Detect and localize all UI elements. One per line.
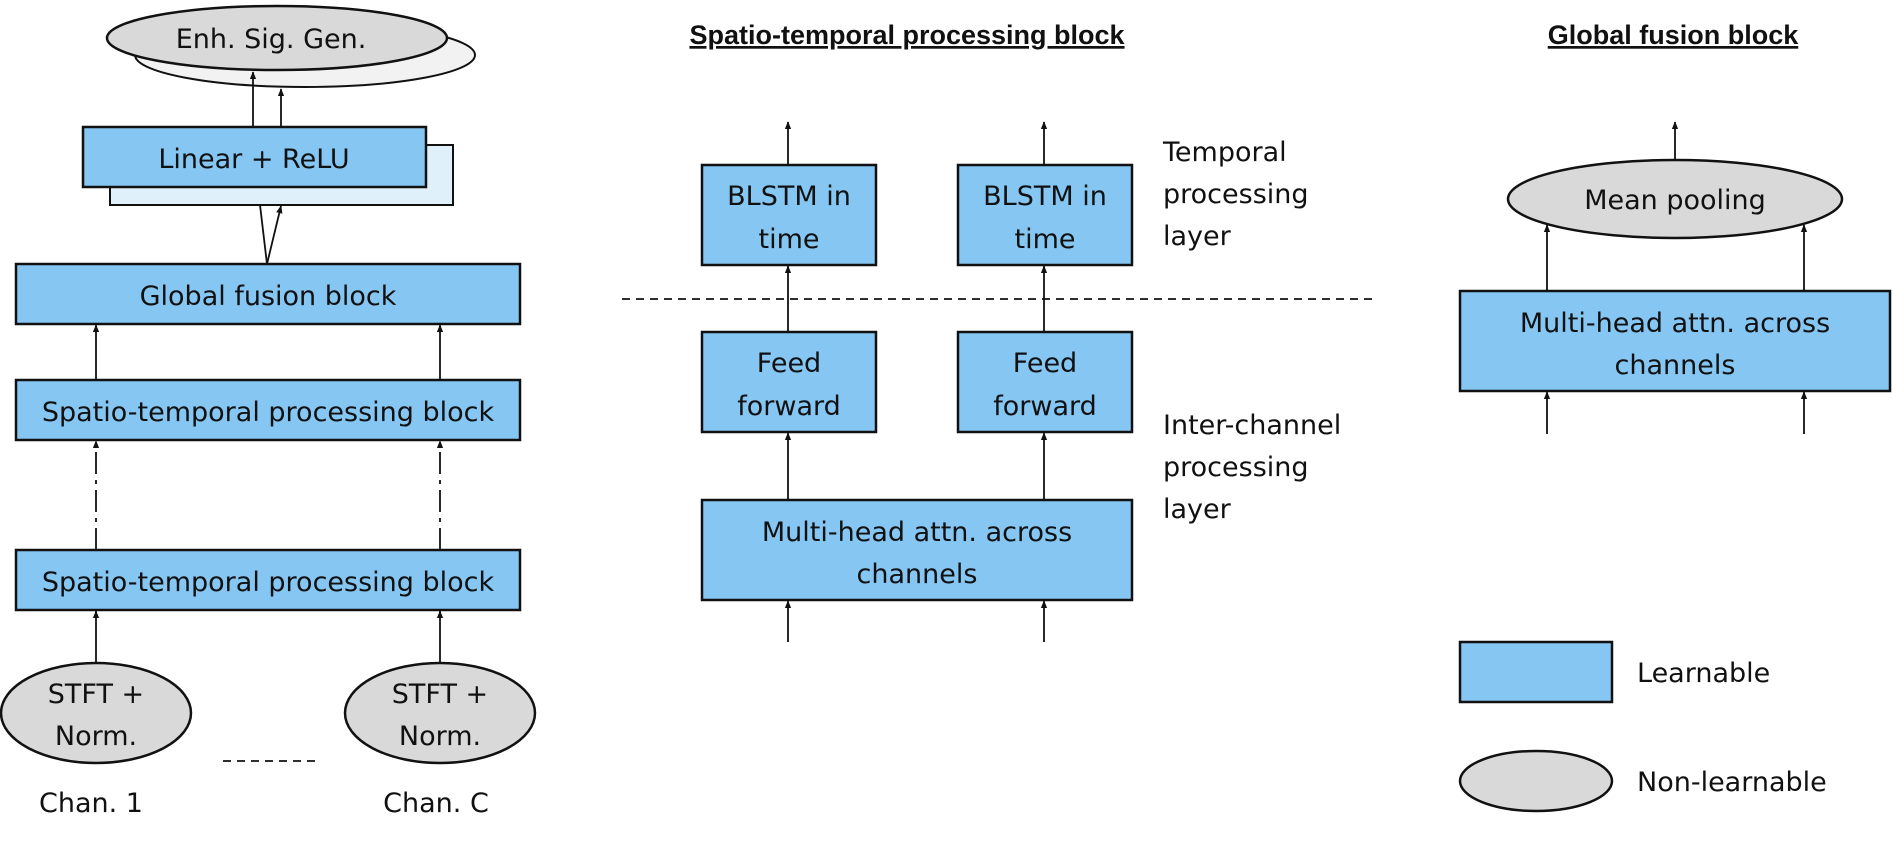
legend-non-learnable-label: Non-learnable: [1637, 767, 1827, 798]
overall-architecture: Enh. Sig. Gen. Linear + ReLU Global fusi…: [0, 4, 537, 819]
stft-chan-c-line-2: Norm.: [399, 721, 481, 752]
chan-c-label: Chan. C: [383, 788, 489, 819]
legend-learnable-swatch: [1458, 640, 1614, 704]
interchannel-layer-line-2: processing: [1163, 452, 1309, 483]
ff-left-line-2: forward: [737, 391, 841, 422]
gf-detail-heading: Global fusion block: [1548, 20, 1799, 50]
stft-chan-1-line-2: Norm.: [55, 721, 137, 752]
st-detail-heading: Spatio-temporal processing block: [689, 20, 1125, 50]
legend-learnable-label: Learnable: [1637, 658, 1770, 689]
st-block-top-label: Spatio-temporal processing block: [42, 397, 495, 428]
ff-left-box: [700, 330, 878, 434]
temporal-layer-line-2: processing: [1163, 179, 1309, 210]
st-block-top-box: [14, 378, 522, 442]
blstm-left-line-2: time: [758, 224, 819, 255]
enh-sig-gen-ellipse: [105, 4, 449, 72]
blstm-left-box: [700, 163, 878, 267]
global-fusion-label: Global fusion block: [140, 281, 397, 312]
legend-non-learnable-swatch: [1458, 749, 1614, 813]
stft-chan-1-line-1: STFT +: [48, 679, 144, 710]
st-block-bottom-label: Spatio-temporal processing block: [42, 567, 495, 598]
st-block-bottom-box: [14, 548, 522, 612]
mean-pooling-ellipse: [1506, 158, 1844, 240]
legend: Learnable Non-learnable: [1458, 640, 1827, 813]
blstm-right-line-2: time: [1014, 224, 1075, 255]
temporal-layer-line-3: layer: [1163, 221, 1232, 252]
st-mha-line-1: Multi-head attn. across: [762, 517, 1072, 548]
enh-sig-gen-label: Enh. Sig. Gen.: [176, 24, 367, 55]
interchannel-layer-line-1: Inter-channel: [1163, 410, 1341, 441]
ff-right-line-1: Feed: [1013, 348, 1077, 379]
st-mha-box: [700, 498, 1134, 602]
stft-chan-c-line-1: STFT +: [392, 679, 488, 710]
linear-relu-box: [81, 125, 428, 189]
stft-ellipse-chan-c: [343, 661, 537, 765]
blstm-right-box: [956, 163, 1134, 267]
global-fusion-detail: Global fusion block Mean pooling Multi-h…: [1458, 20, 1892, 434]
st-mha-line-2: channels: [857, 559, 978, 590]
stft-ellipse-chan-1: [0, 661, 193, 765]
arrow-fusion-to-linear: [266, 205, 283, 265]
ff-right-line-2: forward: [993, 391, 1097, 422]
temporal-layer-line-1: Temporal: [1162, 137, 1287, 168]
gf-mha-line-1: Multi-head attn. across: [1520, 308, 1830, 339]
linear-relu-label: Linear + ReLU: [158, 144, 349, 175]
ff-right-box: [956, 330, 1134, 434]
blstm-right-line-1: BLSTM in: [983, 181, 1107, 212]
blstm-left-line-1: BLSTM in: [727, 181, 851, 212]
fork-line-left: [259, 204, 268, 265]
global-fusion-box: [14, 262, 522, 326]
st-block-detail: Spatio-temporal processing block BLSTM i…: [622, 20, 1372, 642]
gf-mha-line-2: channels: [1615, 350, 1736, 381]
mean-pooling-label: Mean pooling: [1584, 185, 1766, 216]
gf-mha-box: [1458, 289, 1892, 393]
ff-left-line-1: Feed: [757, 348, 821, 379]
chan-1-label: Chan. 1: [39, 788, 143, 819]
interchannel-layer-line-3: layer: [1163, 494, 1232, 525]
